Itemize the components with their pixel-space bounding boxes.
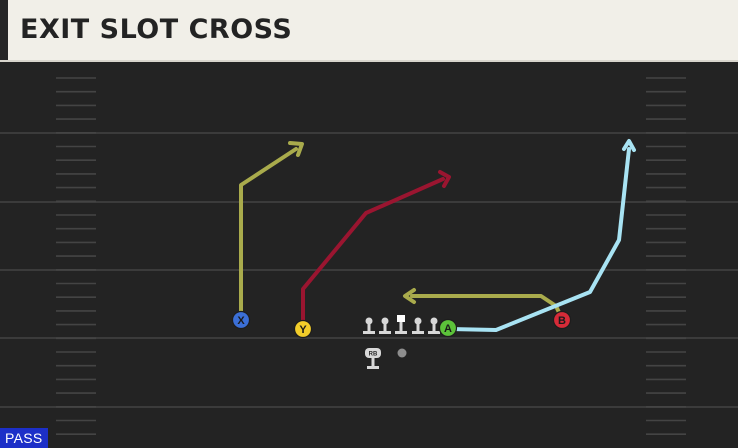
y-button-icon[interactable] [293, 319, 313, 339]
route-y [301, 177, 445, 330]
backfield: RB [365, 348, 407, 369]
field-surface [0, 62, 738, 448]
y-button-label: Y [299, 324, 307, 336]
lineman-icon [363, 317, 375, 334]
b-button-label: B [558, 315, 566, 327]
play-title: EXIT SLOT CROSS [20, 14, 293, 45]
x-button-label: X [237, 315, 245, 327]
lineman-icon [428, 317, 440, 334]
football-field: RB X Y A B [0, 62, 738, 448]
route-x-arrowhead [288, 141, 304, 157]
b-button-icon[interactable] [552, 310, 572, 330]
lineman-icon [412, 317, 424, 334]
receiver-b[interactable]: B [552, 310, 572, 330]
play-diagram: RB X Y A B [0, 62, 738, 448]
offensive-line [363, 315, 440, 334]
a-button-icon[interactable] [438, 318, 458, 338]
route-b-arrowhead [403, 288, 416, 304]
route-a-arrowhead [622, 139, 636, 152]
route-y-arrowhead [438, 170, 451, 188]
center-icon [395, 315, 407, 334]
receiver-x[interactable]: X [231, 310, 251, 330]
left-hash-marks [56, 77, 96, 436]
receiver-a[interactable]: A [438, 318, 458, 338]
right-hash-marks [646, 77, 686, 436]
route-a [448, 147, 631, 332]
quarterback-icon [397, 348, 407, 358]
lineman-icon [379, 317, 391, 334]
a-button-label: A [444, 323, 452, 335]
receiver-y[interactable]: Y [293, 319, 313, 339]
pass-mode-badge: PASS [0, 428, 48, 448]
yard-lines [0, 132, 738, 408]
route-x [239, 147, 298, 321]
running-back-icon: RB [365, 348, 381, 369]
x-button-icon[interactable] [231, 310, 251, 330]
rb-label: RB [369, 352, 378, 358]
title-bar: EXIT SLOT CROSS [0, 0, 738, 62]
